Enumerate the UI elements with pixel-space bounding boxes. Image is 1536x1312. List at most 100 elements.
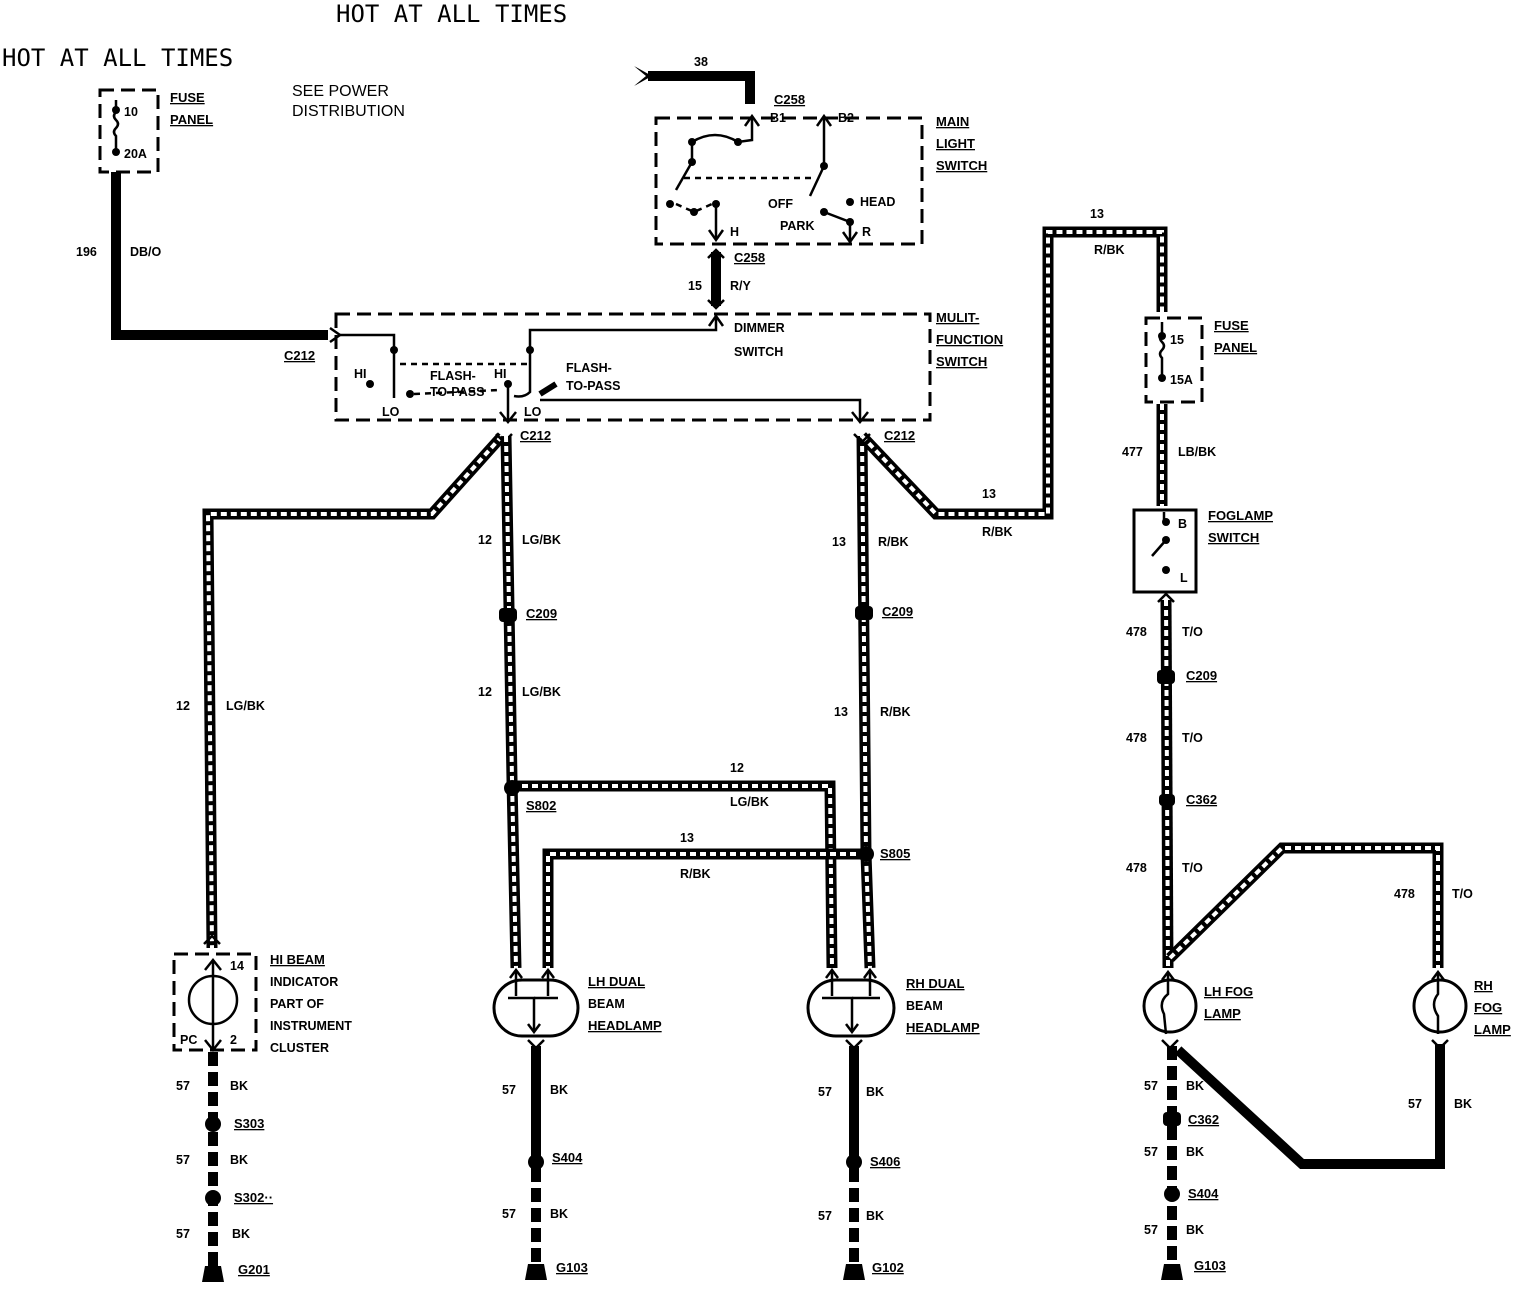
c209-left-label: C209 (526, 606, 557, 621)
lh-head-label1: LH DUAL (588, 974, 645, 989)
multi-switch-lo2: LO (524, 405, 542, 419)
ground4-color2: BK (1186, 1145, 1204, 1159)
multi-switch-label1: MULIT- (936, 310, 979, 325)
wire-12-to-rh-headlamp (512, 780, 838, 969)
ground4-splice1: S404 (1188, 1186, 1219, 1201)
hi-beam-label4: INSTRUMENT (270, 1019, 352, 1033)
fuse1-label1: FUSE (170, 90, 205, 105)
lh-head-label2: BEAM (588, 997, 625, 1011)
wire478c-color: T/O (1182, 861, 1203, 875)
wire13e-color: R/BK (1094, 243, 1125, 257)
rh-fog-label1: RH (1474, 978, 1493, 993)
fuse2-label2: PANEL (1214, 340, 1257, 355)
rh-head-label3: HEADLAMP (906, 1020, 980, 1035)
c209-mid-label: C209 (882, 604, 913, 619)
c212-lower-left: C212 (520, 428, 551, 443)
rh-fog-lamp: RH FOG LAMP (1412, 969, 1511, 1037)
splice-s802 (504, 780, 520, 796)
splice-s805 (858, 846, 874, 862)
ground5-wire1: 57 (1408, 1097, 1422, 1111)
ground4-connector: C362 (1188, 1112, 1219, 1127)
ground1-wire3: 57 (176, 1227, 190, 1241)
ground1-color2: BK (230, 1153, 248, 1167)
ground1-splice1: S303 (234, 1116, 264, 1131)
rh-head-label2: BEAM (906, 999, 943, 1013)
hi-beam-label3: PART OF (270, 997, 324, 1011)
wire13c-number: 13 (834, 705, 848, 719)
ground4-wire2: 57 (1144, 1145, 1158, 1159)
ground1-wire2: 57 (176, 1153, 190, 1167)
lh-fog-lamp: LH FOG LAMP (1142, 969, 1253, 1035)
wire13b-number: 13 (832, 535, 846, 549)
wire478b-number: 478 (1126, 731, 1147, 745)
multi-switch-hi1: HI (354, 367, 367, 381)
c209-right-label: C209 (1186, 668, 1217, 683)
s802-label: S802 (526, 798, 556, 813)
lh-fog-label2: LAMP (1204, 1006, 1241, 1021)
wire13d-number: 13 (982, 487, 996, 501)
main-switch-label3: SWITCH (936, 158, 987, 173)
main-switch-head: HEAD (860, 195, 895, 209)
wire-38 (648, 71, 755, 104)
fuse2-rating: 15A (1170, 373, 1193, 387)
ground-path-1: 57 BK S303 57 BK S302·· 57 BK G201 (176, 1052, 273, 1282)
ground3-color2: BK (866, 1209, 884, 1223)
main-light-switch: B1 B2 OFF HEAD PARK H R MAIN LIGHT SWITC… (654, 111, 987, 246)
flash-to-pass2-b: TO-PASS (566, 379, 620, 393)
fog-switch-label1: FOGLAMP (1208, 508, 1273, 523)
lh-head-label3: HEADLAMP (588, 1018, 662, 1033)
ground4-label: G103 (1194, 1258, 1226, 1273)
fog-switch-b: B (1178, 517, 1187, 531)
ground2-color1: BK (550, 1083, 568, 1097)
see-power-line1: SEE POWER (292, 83, 389, 100)
wire38-number: 38 (694, 55, 708, 69)
wire-196 (111, 172, 328, 340)
flash-to-pass2-a: FLASH- (566, 361, 612, 375)
ground5-color1: BK (1454, 1097, 1472, 1111)
rh-dual-beam-headlamp: RH DUAL BEAM HEADLAMP (806, 967, 980, 1038)
fuse2-number: 15 (1170, 333, 1184, 347)
header-left: HOT AT ALL TIMES (2, 44, 233, 72)
rh-fog-label3: LAMP (1474, 1022, 1511, 1037)
c362-upper-label: C362 (1186, 792, 1217, 807)
flash-to-pass1-b: TO-PASS (430, 385, 484, 399)
wire478a-number: 478 (1126, 625, 1147, 639)
wire-478-main (1160, 599, 1174, 969)
wire12c-color: LG/BK (522, 685, 561, 699)
ground3-wire1: 57 (818, 1085, 832, 1099)
wire477-color: LB/BK (1178, 445, 1216, 459)
hi-beam-label2: INDICATOR (270, 975, 338, 989)
ground4-color1: BK (1186, 1079, 1204, 1093)
wire478a-color: T/O (1182, 625, 1203, 639)
lh-fog-label1: LH FOG (1204, 984, 1253, 999)
ground2-splice1: S404 (552, 1150, 583, 1165)
ground2-label: G103 (556, 1260, 588, 1275)
ground2-wire1: 57 (502, 1083, 516, 1097)
wire12b-number: 12 (478, 533, 492, 547)
ground1-color3: BK (232, 1227, 250, 1241)
fog-switch-l: L (1180, 571, 1188, 585)
dimmer-label2: SWITCH (734, 345, 783, 359)
wire196-color: DB/O (130, 245, 162, 259)
main-switch-b1: B1 (770, 111, 786, 125)
c209-connector-mid (855, 606, 873, 620)
wire-12-hi-beam (202, 432, 507, 949)
wire12b-color: LG/BK (522, 533, 561, 547)
main-switch-h: H (730, 225, 739, 239)
hi-beam-pin2: 2 (230, 1033, 237, 1047)
wire12d-number: 12 (730, 761, 744, 775)
wire478b-color: T/O (1182, 731, 1203, 745)
wire12d-color: LG/BK (730, 795, 769, 809)
ground1-wire1: 57 (176, 1079, 190, 1093)
hi-beam-label1: HI BEAM (270, 952, 325, 967)
lh-dual-beam-headlamp: LH DUAL BEAM HEADLAMP (492, 967, 662, 1038)
ground3-wire2: 57 (818, 1209, 832, 1223)
ground-path-4: 57 BK C362 57 BK S404 57 BK G103 57 BK (1144, 1039, 1472, 1280)
c212-lower-right: C212 (884, 428, 915, 443)
wire478d-number: 478 (1394, 887, 1415, 901)
wire12a-number: 12 (176, 699, 190, 713)
header-top: HOT AT ALL TIMES (336, 0, 567, 28)
multi-switch-label3: SWITCH (936, 354, 987, 369)
ground3-label: G102 (872, 1260, 904, 1275)
